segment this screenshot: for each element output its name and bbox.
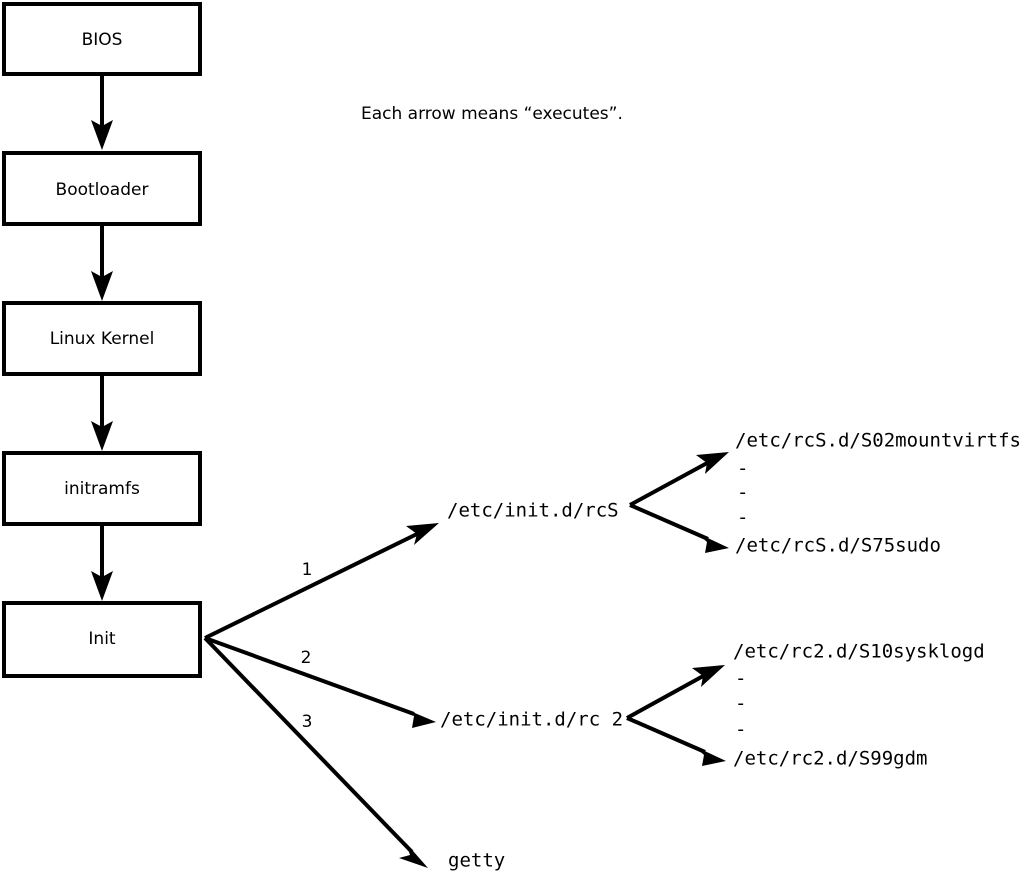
- ellipsis-dash: -: [737, 482, 748, 504]
- process-box-bios[interactable]: BIOS: [2, 2, 202, 76]
- node-label-rc2: /etc/init.d/rc 2: [440, 709, 623, 731]
- node-label-rc2d-first: /etc/rc2.d/S10sysklogd: [733, 641, 985, 663]
- edge-initramfs-to-init: [91, 526, 113, 601]
- process-box-label: Bootloader: [56, 180, 149, 200]
- edge-bios-to-bootloader: [91, 76, 113, 150]
- edge-label-3: 3: [302, 712, 313, 732]
- node-label-rc2d-last: /etc/rc2.d/S99gdm: [733, 748, 927, 770]
- edge-init-to-rcs: [204, 523, 439, 640]
- process-box-initramfs[interactable]: initramfs: [2, 451, 202, 526]
- ellipsis-dash: -: [735, 693, 746, 715]
- node-label-getty: getty: [448, 850, 505, 872]
- process-box-label: Init: [88, 629, 116, 649]
- process-box-label: Linux Kernel: [50, 329, 155, 349]
- process-box-init[interactable]: Init: [2, 601, 202, 678]
- ellipsis-dash: -: [737, 458, 748, 480]
- ellipsis-dash: -: [735, 719, 746, 741]
- edge-rcs-to-rcsd-first: [629, 452, 729, 507]
- edge-init-to-getty: [203, 636, 428, 868]
- edge-bootloader-to-kernel: [91, 226, 113, 301]
- edge-kernel-to-initramfs: [91, 376, 113, 451]
- ellipsis-dash: -: [737, 507, 748, 529]
- node-label-rcsd-last: /etc/rcS.d/S75sudo: [735, 535, 941, 557]
- caption-text: Each arrow means “executes”.: [361, 104, 623, 124]
- edge-label-1: 1: [302, 560, 313, 580]
- node-label-rcsd-first: /etc/rcS.d/S02mountvirtfs: [735, 430, 1021, 452]
- process-box-label: initramfs: [64, 479, 140, 499]
- edge-rcs-to-rcsd-last: [629, 503, 729, 553]
- process-box-bootloader[interactable]: Bootloader: [2, 151, 202, 226]
- process-box-label: BIOS: [82, 30, 123, 50]
- ellipsis-dash: -: [735, 668, 746, 690]
- edge-rc2-to-rc2d-first: [626, 665, 725, 720]
- process-box-linux-kernel[interactable]: Linux Kernel: [2, 301, 202, 376]
- edge-init-to-rc2: [204, 636, 436, 728]
- edge-label-2: 2: [301, 648, 312, 668]
- edge-rc2-to-rc2d-last: [626, 716, 726, 766]
- node-label-rcs: /etc/init.d/rcS: [447, 500, 619, 522]
